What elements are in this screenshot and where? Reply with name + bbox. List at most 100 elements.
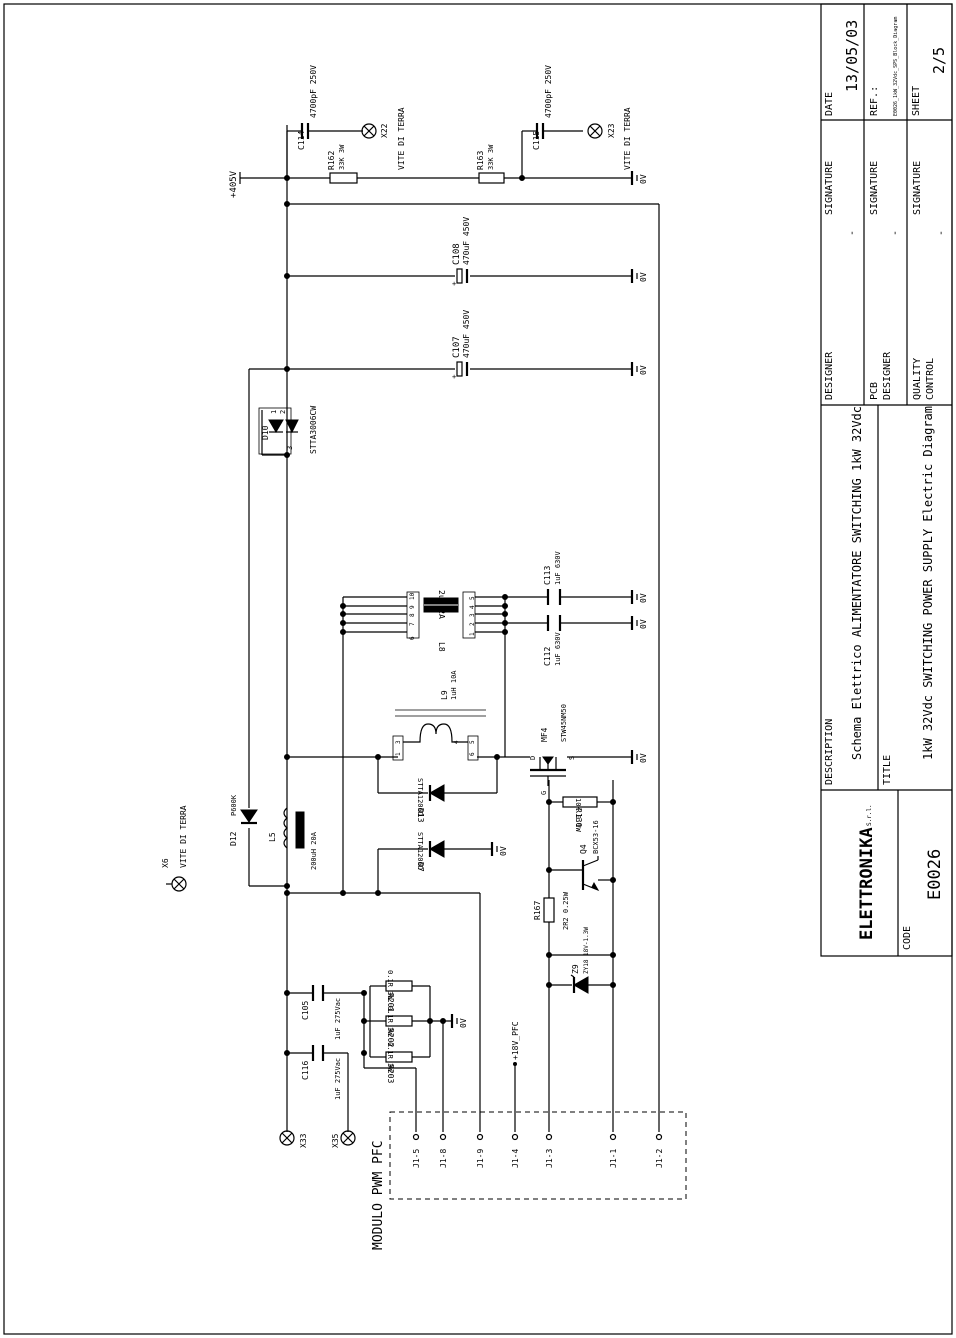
junctions	[284, 175, 616, 1056]
diode-d12: D12 P600K	[229, 794, 258, 846]
components-d10-pins-0-label: 1	[270, 410, 278, 414]
components-l8-pins_left-4-label: 6	[409, 636, 416, 640]
components-r130-value-label: 10K 0.1W	[574, 798, 582, 833]
module-pin-j1-4: J1-4	[511, 1133, 520, 1168]
ground-symbols: 0V 0V 0V 0V 0V 0V 0V 0V	[450, 171, 648, 1028]
earth-screw-x6: X6 VITE DI TERRA	[161, 805, 188, 892]
gnd-shunt: 0V	[450, 1014, 468, 1028]
components-l8-pins_right-1-label: 4	[469, 605, 476, 609]
nets-zero-label: 0V	[639, 365, 648, 375]
components-x6-value-label: VITE DI TERRA	[179, 805, 188, 868]
earth-screw-x35: X35	[331, 1130, 356, 1148]
signature-dash-3: -	[936, 230, 947, 236]
nets-zero-label: 0V	[639, 619, 648, 629]
components-c113-value-label: 1uF 630V	[554, 550, 562, 585]
components-d12-ref-label: D12	[229, 831, 238, 846]
module-pin-j1-8: J1-8	[439, 1133, 448, 1168]
components-r201-ref-label: R201	[386, 993, 395, 1012]
components-c115-ref-label: C115	[532, 131, 541, 150]
control-label: CONTROL	[925, 358, 936, 400]
resistor-r201: 0.1R 3W R201	[385, 970, 413, 1012]
components-c108-value-label: 470uF 450V	[462, 217, 471, 265]
components-l9-value-label: 1uH 10A	[450, 670, 458, 700]
date-value: 13/05/03	[843, 20, 861, 92]
designer-label: DESIGNER	[824, 351, 835, 400]
nets-v18-label: +18V_PFC	[511, 1021, 520, 1060]
module-pin-j1-1: J1-1	[609, 1133, 618, 1168]
components-d10-pins-2-label: 3	[286, 446, 294, 450]
components-l8-value-label: 2uH 2A	[437, 590, 446, 619]
capacitor-c107: + C107 470uF 450V	[452, 310, 471, 381]
components-d10-ref-label: D10	[261, 425, 270, 440]
c108-plus: +	[452, 280, 456, 288]
nets-zero-label: 0V	[639, 593, 648, 603]
components-l8-ref-label: L8	[437, 642, 446, 652]
components-d13-value-label: STTA1206D	[416, 778, 424, 816]
nets-v405-label: +405V	[229, 170, 239, 198]
wires	[240, 125, 660, 1132]
code-value: E0026	[925, 849, 945, 900]
title-value: 1kW 32Vdc SWITCHING POWER SUPPLY Electri…	[921, 406, 935, 760]
c107-plus: +	[452, 373, 456, 381]
ref-value: E0026_1kW_32Vdc_SPS_Block_Diagram	[893, 17, 899, 116]
pcb-designer-label: DESIGNER	[882, 351, 893, 400]
v405-net-flag: +405V	[229, 170, 241, 198]
diode-d13: STTA1206D D13	[416, 778, 445, 823]
signature-label-3: SIGNATURE	[912, 161, 923, 215]
earth-screw-x33: X33	[279, 1130, 308, 1148]
capacitor-c114: C114 4700pF 250V	[297, 65, 318, 150]
module-pins-5-label: J1-1	[609, 1149, 618, 1168]
components-r167-value-label: 2R2 0.25W	[562, 891, 570, 930]
resistor-r163: R163 33K 3W	[476, 144, 505, 184]
logo-suffix: S.r.l.	[866, 804, 873, 826]
pcb-label: PCB	[869, 382, 880, 400]
gnd-mf4: 0V	[630, 750, 648, 764]
components-l8-pins_left-3-label: 7	[409, 622, 416, 626]
earth-screw-x23: X23 VITE DI TERRA	[587, 107, 632, 170]
components-l8-pins_left-1-label: 9	[409, 605, 416, 609]
components-r163-value-label: 33K 3W	[487, 144, 495, 170]
resistor-r162: R162 33K 3W	[327, 144, 358, 184]
signature-label-2: SIGNATURE	[869, 161, 880, 215]
components-c108-ref-label: C108	[452, 243, 462, 265]
components-d7-ref-label: D7	[416, 862, 425, 872]
components-l8-pins_left-2-label: 8	[409, 613, 416, 617]
nets-zero-label: 0V	[639, 753, 648, 763]
sheet-label: SHEET	[911, 86, 922, 116]
components-mf4-pins-0-label: D	[529, 756, 537, 760]
module-pins-6-label: J1-2	[655, 1149, 664, 1168]
components-x6-ref-label: X6	[161, 858, 170, 868]
module-pins-0-label: J1-5	[412, 1149, 421, 1168]
description-value: Schema Elettrico ALIMENTATORE SWITCHING …	[850, 406, 864, 760]
capacitor-c113: C113 1uF 630V	[543, 550, 562, 605]
module-pins-2-label: J1-9	[476, 1149, 485, 1168]
capacitor-c116: C116 1uF 275Vac	[301, 1045, 342, 1100]
ref-label: REF.:	[869, 86, 880, 116]
components-l8-pins_right-4-label: 1	[469, 632, 476, 636]
components-c105-ref-label: C105	[301, 1001, 310, 1020]
inductor-l5: L5 200uH 20A	[268, 807, 318, 870]
gnd-c113: 0V	[630, 590, 648, 604]
module-pins-1-label: J1-8	[439, 1149, 448, 1168]
components-c115-value-label: 4700pF 250V	[544, 65, 553, 118]
resistor-r202: 0.1R 3W R202	[385, 1006, 413, 1047]
components-r167-ref-label: R167	[533, 901, 542, 920]
components-c112-ref-label: C112	[543, 647, 552, 666]
title-label: TITLE	[882, 755, 893, 785]
components-c107-value-label: 470uF 450V	[462, 310, 471, 358]
code-label: CODE	[902, 926, 913, 950]
components-c116-value-label: 1uF 275Vac	[334, 1058, 342, 1100]
diode-d10: D10 1 2 3 STTA3006CW	[258, 406, 318, 455]
components-r162-ref-label: R162	[327, 151, 336, 170]
components-r163-ref-label: R163	[476, 151, 485, 170]
transistor-q4: Q4 BCX53-16	[579, 820, 600, 892]
signature-label-1: SIGNATURE	[824, 161, 835, 215]
nets-zero-label: 0V	[639, 174, 648, 184]
module-pins-3-label: J1-4	[511, 1149, 520, 1168]
pwm-pfc-module: MODULO PWM PFC J1-5 J1-8 J1-9 J1-4 J1-3 …	[371, 1111, 687, 1250]
components-c114-ref-label: C114	[297, 131, 306, 150]
components-x23-ref-label: X23	[607, 123, 616, 138]
components-z9-value-label: ZY18 18V-1.3W	[583, 927, 590, 974]
signature-dash-1: -	[847, 230, 858, 236]
